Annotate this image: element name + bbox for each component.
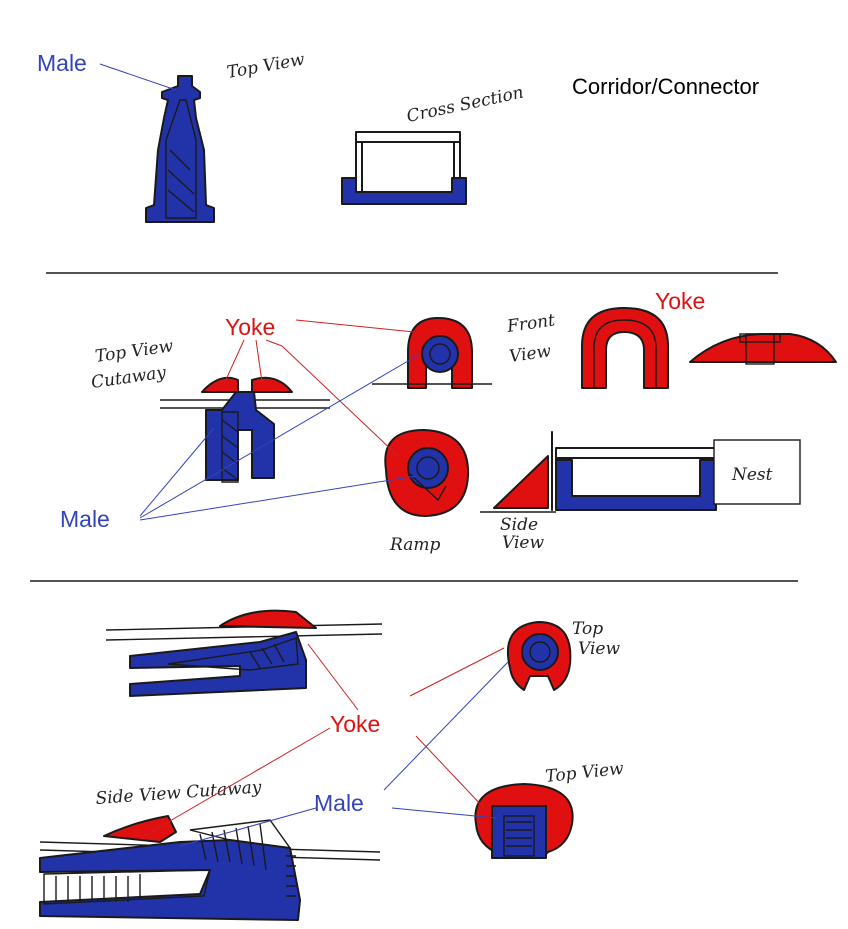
note-top-view-2a: Top <box>572 619 603 639</box>
note-front-view-b: View <box>508 341 553 367</box>
label-yoke-3: Yoke <box>330 711 380 737</box>
cutaway-top-drawing <box>201 376 293 483</box>
section-corridor-connector: Top View Cross Section Corridor/Connecto… <box>37 50 759 223</box>
section-side-cutaways: Top View Top View Side View Cutaway Yoke… <box>39 609 625 921</box>
note-top-view-cutaway-b: Cutaway <box>90 363 168 393</box>
note-top-view-3: Top View <box>544 759 625 787</box>
section-yoke-details: Top View Cutaway Front View <box>60 288 837 555</box>
label-yoke-1: Yoke <box>655 288 705 314</box>
yoke-front-view-drawing <box>372 317 492 389</box>
yoke-top-view-drawing-2 <box>474 783 574 859</box>
male-top-view-drawing <box>145 75 215 223</box>
note-front-view-a: Front <box>505 310 556 337</box>
note-top-view-2b: View <box>578 639 620 659</box>
leader-male-1 <box>99 63 177 91</box>
yoke-ramp-drawing <box>384 429 470 517</box>
cross-section-drawing <box>341 131 467 205</box>
yoke-u-drawing <box>581 307 669 389</box>
yoke-t-drawing <box>689 333 837 365</box>
side-view-cutaway-drawing <box>39 815 381 921</box>
note-side-view-b: View <box>502 533 544 553</box>
leaders-section-2 <box>139 319 421 521</box>
label-yoke-2: Yoke <box>225 314 275 340</box>
leaders-section-3 <box>143 643 509 847</box>
note-ramp: Ramp <box>389 535 440 555</box>
note-cross-section: Cross Section <box>405 83 525 127</box>
yoke-top-view-drawing-1 <box>506 621 572 691</box>
note-nest: Nest <box>731 465 773 485</box>
label-male-3: Male <box>314 790 364 816</box>
nest-drawing <box>555 439 801 511</box>
horizontal-cutaway-drawing <box>105 609 383 697</box>
side-view-drawing <box>480 431 556 513</box>
note-top-view-1: Top View <box>225 50 306 83</box>
label-male-1: Male <box>37 50 87 76</box>
label-male-2: Male <box>60 506 110 532</box>
diagram-title: Corridor/Connector <box>572 74 759 99</box>
note-side-view-a: Side <box>500 515 538 535</box>
